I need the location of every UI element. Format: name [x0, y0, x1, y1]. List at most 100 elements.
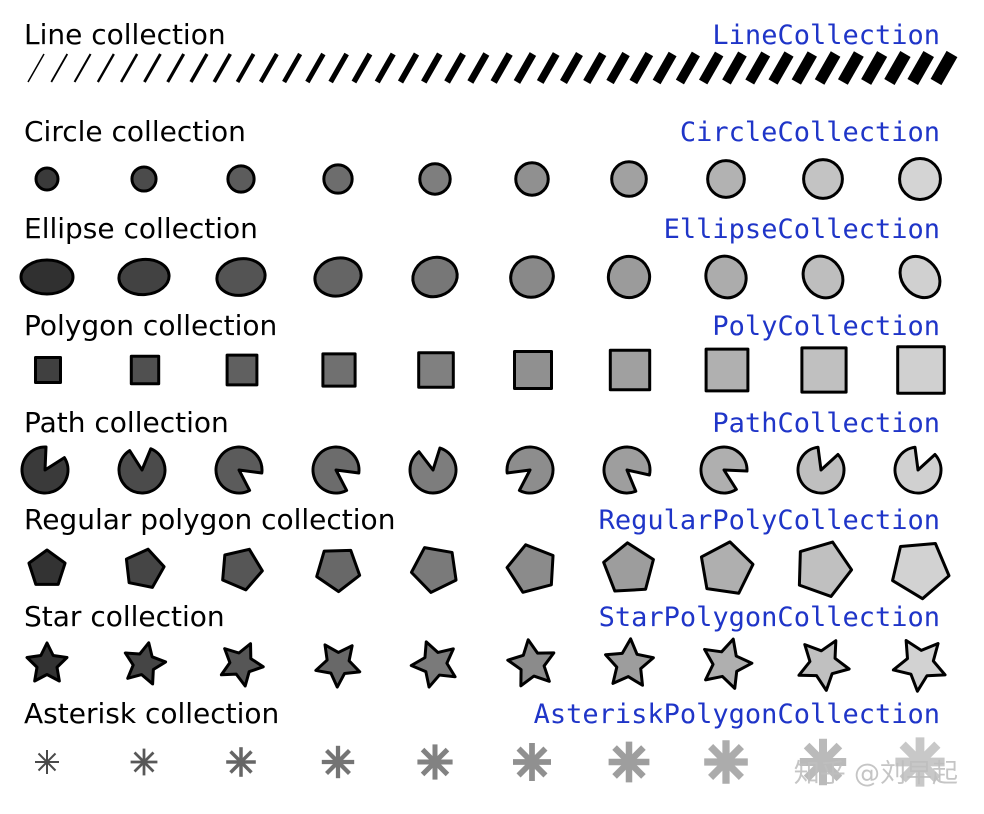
collection-line: [861, 51, 888, 85]
collection-ellipse: [19, 258, 75, 296]
collection-class-name: LineCollection: [712, 20, 940, 51]
collection-path: [408, 446, 458, 495]
collection-class-name: AsteriskPolygonCollection: [534, 699, 940, 730]
collection-star: [703, 637, 754, 690]
collection-line: [745, 51, 771, 85]
collection-square: [34, 356, 62, 384]
collection-asterisk: [35, 750, 59, 774]
collection-line: [119, 53, 139, 83]
collection-line: [606, 51, 630, 85]
collection-class-name: StarPolygonCollection: [599, 602, 940, 633]
collection-path: [214, 445, 264, 495]
collection-class-name: PathCollection: [712, 408, 940, 439]
collection-line: [907, 50, 934, 86]
collection-line: [282, 52, 303, 84]
collection-ellipse: [411, 255, 459, 299]
collection-star: [25, 641, 69, 683]
collection-pentagon: [124, 547, 166, 589]
collection-line: [143, 53, 162, 83]
collection-asterisk: [513, 743, 551, 781]
collection-line: [536, 52, 560, 84]
collection-class-name: CircleCollection: [680, 117, 940, 148]
collection-circle: [610, 160, 648, 198]
collection-line: [27, 53, 45, 83]
collection-circle: [514, 161, 550, 197]
collection-line: [305, 52, 326, 84]
asterisk-stroke: [229, 750, 253, 774]
collection-ellipse: [117, 257, 171, 297]
collection-star: [604, 637, 655, 687]
collection-circle: [418, 162, 452, 196]
asterisk-stroke: [803, 742, 843, 782]
collection-title: Circle collection: [24, 115, 246, 148]
collection-line: [212, 53, 232, 83]
asterisk-stroke: [37, 752, 57, 772]
collection-pentagon: [891, 541, 951, 601]
collection-row: Ellipse collection EllipseCollection: [19, 212, 942, 300]
collection-line: [560, 52, 583, 84]
collection-title: Ellipse collection: [24, 212, 258, 245]
collection-ellipse: [509, 255, 555, 299]
collection-line: [73, 53, 92, 83]
collection-line: [722, 51, 747, 85]
asterisk-stroke: [899, 741, 941, 783]
collection-path: [796, 445, 846, 495]
collection-star: [314, 643, 362, 689]
collection-star: [219, 642, 265, 688]
collection-line: [768, 51, 794, 85]
collection-line: [235, 53, 256, 83]
collection-pentagon: [699, 540, 755, 595]
collection-asterisk: [226, 747, 256, 777]
collection-class-name: EllipseCollection: [664, 214, 940, 245]
collection-star: [409, 640, 457, 689]
collection-pentagon: [505, 543, 555, 594]
collection-circle: [802, 158, 844, 200]
collection-path: [117, 447, 167, 495]
collection-pentagon: [797, 540, 854, 598]
collection-title: Star collection: [24, 600, 225, 633]
collection-path: [20, 445, 70, 495]
collection-row: Asterisk collection AsteriskPolygonCollec…: [24, 697, 945, 787]
collection-line: [513, 52, 537, 84]
collection-asterisk: [799, 738, 847, 786]
collection-circle: [322, 163, 354, 195]
collection-row: Line collection LineCollection: [24, 18, 958, 86]
collection-path: [602, 445, 652, 495]
collection-asterisk: [130, 748, 158, 776]
collection-ellipse: [313, 256, 363, 298]
collection-path: [699, 445, 749, 495]
collection-line: [397, 52, 420, 84]
collection-line: [467, 52, 490, 84]
collection-pentagon: [409, 546, 458, 594]
collection-ellipse: [215, 257, 267, 297]
collection-title: Line collection: [24, 18, 226, 51]
collection-line: [583, 51, 607, 85]
collection-line: [351, 52, 373, 84]
asterisk-stroke: [708, 744, 744, 780]
asterisk-stroke: [516, 746, 548, 778]
collection-square: [800, 346, 848, 394]
collection-title: Asterisk collection: [24, 697, 279, 730]
collection-line: [328, 52, 349, 84]
collection-title: Path collection: [24, 406, 229, 439]
collection-title: Polygon collection: [24, 309, 277, 342]
collection-class-name: PolyCollection: [712, 311, 940, 342]
collection-circle: [706, 159, 746, 199]
collection-circle: [226, 164, 256, 194]
collection-line: [96, 53, 115, 83]
collection-line: [837, 51, 864, 85]
collection-star: [797, 639, 851, 692]
collection-square: [896, 345, 946, 395]
collection-asterisk: [895, 737, 945, 787]
collection-line: [258, 52, 279, 84]
collection-line: [699, 51, 724, 85]
collection-square: [129, 354, 161, 386]
collection-ellipse: [606, 254, 652, 300]
collection-pentagon: [315, 548, 362, 594]
collection-line: [166, 53, 186, 83]
collection-square: [321, 352, 357, 388]
collection-line: [50, 53, 69, 83]
collection-path: [893, 445, 943, 495]
